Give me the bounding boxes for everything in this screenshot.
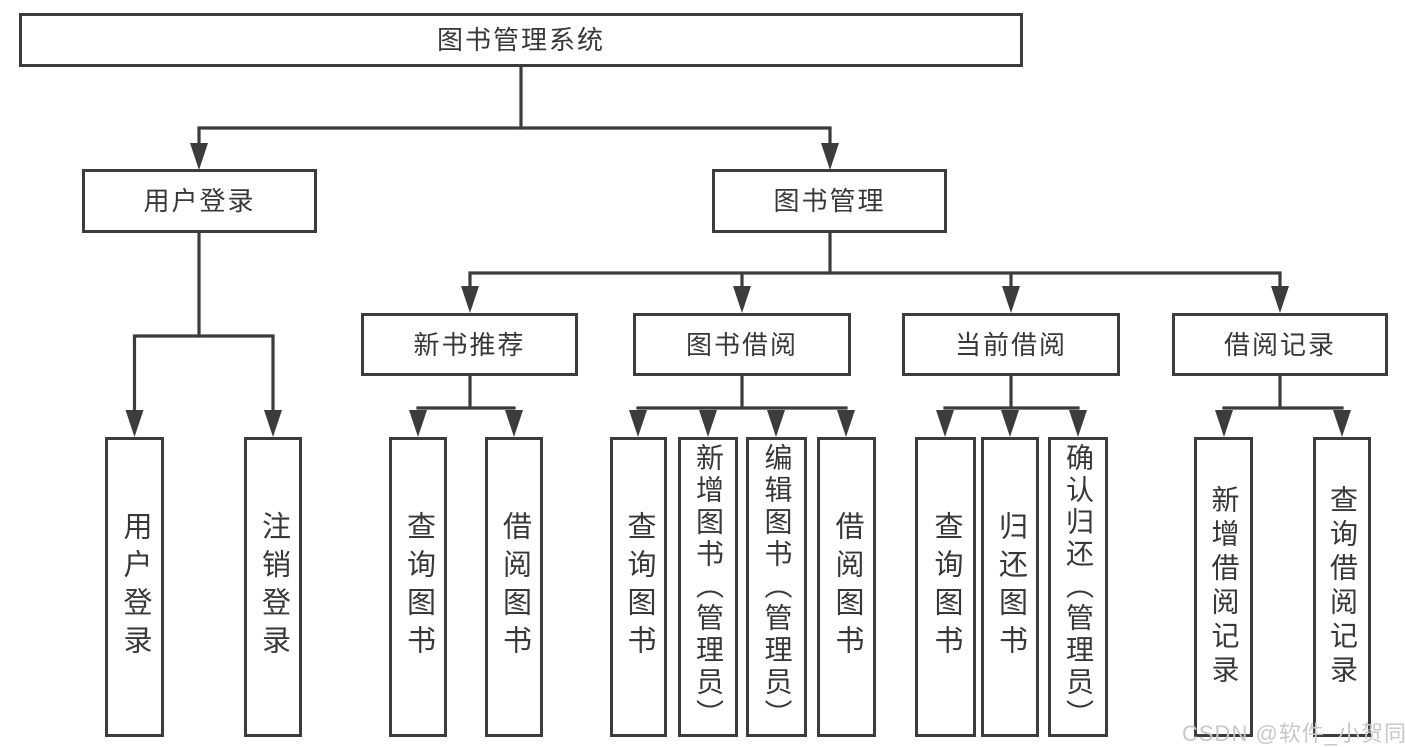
leaf-add-book-admin-label: 新增图书（管理员）	[693, 443, 724, 731]
leaf-borrow-books-label: 借阅图书	[831, 511, 863, 663]
node-user-login-label: 用户登录	[143, 186, 256, 216]
node-root: 图书管理系统	[19, 13, 1023, 67]
leaf-query-borrow-record: 查询借阅记录	[1313, 437, 1371, 737]
leaf-current-query-books-label: 查询图书	[930, 511, 962, 663]
leaf-return-books-label: 归还图书	[994, 511, 1027, 663]
node-root-label: 图书管理系统	[436, 25, 605, 55]
leaf-borrow-books: 借阅图书	[817, 437, 876, 737]
node-book-management-label: 图书管理	[773, 186, 886, 216]
leaf-user-login-label: 用户登录	[119, 511, 151, 663]
leaf-logout: 注销登录	[244, 437, 302, 737]
csdn-watermark: CSDN @软件_小贺同学	[1182, 721, 1405, 746]
node-current-borrow-label: 当前借阅	[954, 329, 1067, 360]
leaf-user-login: 用户登录	[105, 437, 164, 737]
node-user-login: 用户登录	[82, 169, 317, 233]
leaf-edit-book-admin-label: 编辑图书（管理员）	[761, 443, 793, 731]
leaf-logout-label: 注销登录	[257, 511, 290, 663]
leaf-recommend-query-books-label: 查询图书	[402, 511, 435, 663]
node-book-borrow-label: 图书借阅	[685, 329, 798, 360]
leaf-query-borrow-record-label: 查询借阅记录	[1327, 485, 1358, 689]
node-current-borrow: 当前借阅	[902, 313, 1120, 376]
leaf-add-borrow-record-label: 新增借阅记录	[1208, 485, 1240, 689]
leaf-recommend-borrow-books: 借阅图书	[485, 437, 543, 737]
node-borrow-records-label: 借阅记录	[1223, 329, 1336, 360]
node-borrow-records: 借阅记录	[1172, 313, 1388, 376]
node-book-borrow: 图书借阅	[633, 313, 851, 376]
node-book-management: 图书管理	[712, 169, 947, 233]
leaf-borrow-query-books: 查询图书	[610, 437, 667, 737]
leaf-add-borrow-record: 新增借阅记录	[1194, 437, 1253, 737]
node-new-book-recommend: 新书推荐	[361, 313, 578, 376]
leaf-return-books: 归还图书	[981, 437, 1039, 737]
leaf-recommend-query-books: 查询图书	[389, 437, 447, 737]
leaf-recommend-borrow-books-label: 借阅图书	[498, 511, 531, 663]
node-new-book-recommend-label: 新书推荐	[413, 329, 526, 360]
leaf-current-query-books: 查询图书	[915, 437, 976, 737]
leaf-borrow-query-books-label: 查询图书	[623, 511, 655, 663]
leaf-confirm-return-admin: 确认归还（管理员）	[1048, 437, 1108, 737]
leaf-edit-book-admin: 编辑图书（管理员）	[746, 437, 807, 737]
leaf-add-book-admin: 新增图书（管理员）	[678, 437, 738, 737]
leaf-confirm-return-admin-label: 确认归还（管理员）	[1063, 443, 1094, 731]
